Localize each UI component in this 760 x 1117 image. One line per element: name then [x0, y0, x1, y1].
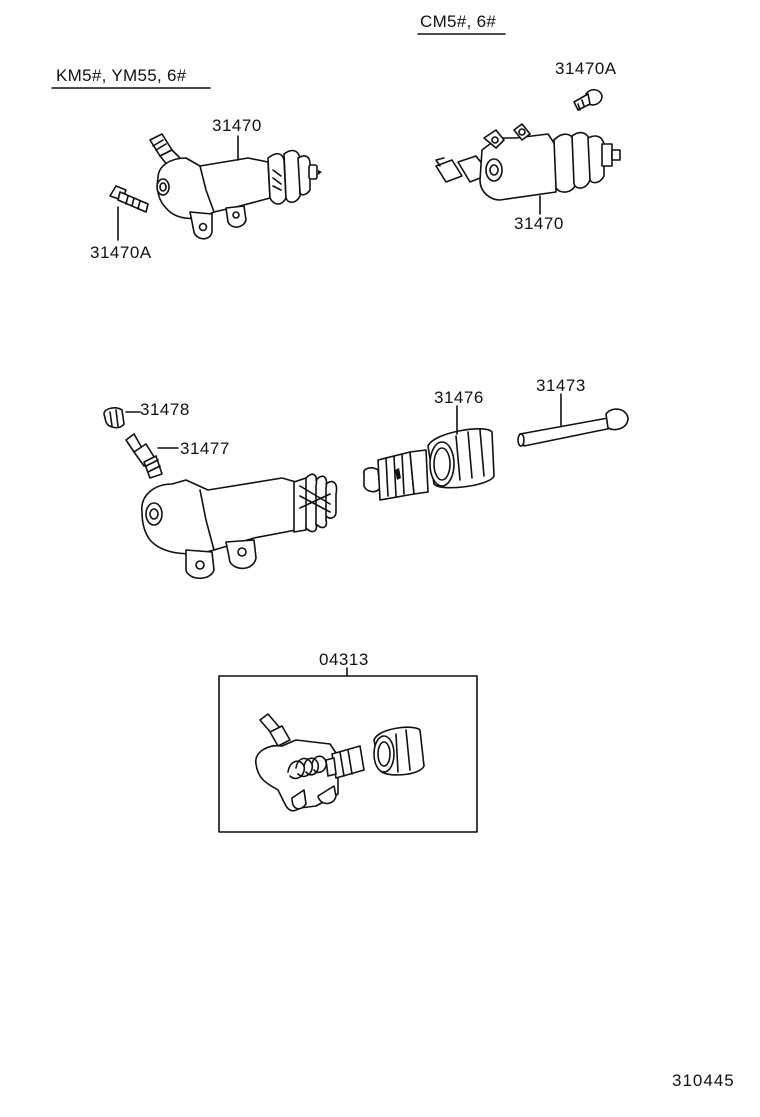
variant-header-right: CM5#, 6#	[420, 12, 497, 31]
part-label-31470-left: 31470	[212, 116, 262, 135]
cylinder-body-drawing	[141, 473, 338, 580]
bleeder-plug-drawing	[125, 433, 163, 479]
part-label-31478: 31478	[140, 400, 190, 419]
kit-box	[218, 675, 478, 833]
part-label-31470-right: 31470	[514, 214, 564, 233]
kit-contents-drawing	[255, 713, 425, 812]
bleeder-cap-drawing	[103, 407, 125, 429]
piston-assembly-drawing	[362, 428, 495, 501]
part-label-31476: 31476	[434, 388, 484, 407]
part-label-04313: 04313	[319, 650, 369, 669]
part-label-31470A-left: 31470A	[90, 243, 152, 262]
figure-number: 310445	[672, 1071, 735, 1090]
part-label-31470A-right: 31470A	[555, 59, 617, 78]
part-label-31473: 31473	[536, 376, 586, 395]
release-cylinder-left-drawing	[149, 133, 322, 240]
part-label-31477: 31477	[180, 439, 230, 458]
push-rod-drawing	[517, 408, 629, 447]
release-cylinder-right-drawing	[435, 123, 621, 201]
bleeder-screw-left-drawing	[109, 185, 149, 213]
variant-header-left: KM5#, YM55, 6#	[56, 66, 187, 85]
bleeder-screw-right-drawing	[573, 88, 603, 111]
